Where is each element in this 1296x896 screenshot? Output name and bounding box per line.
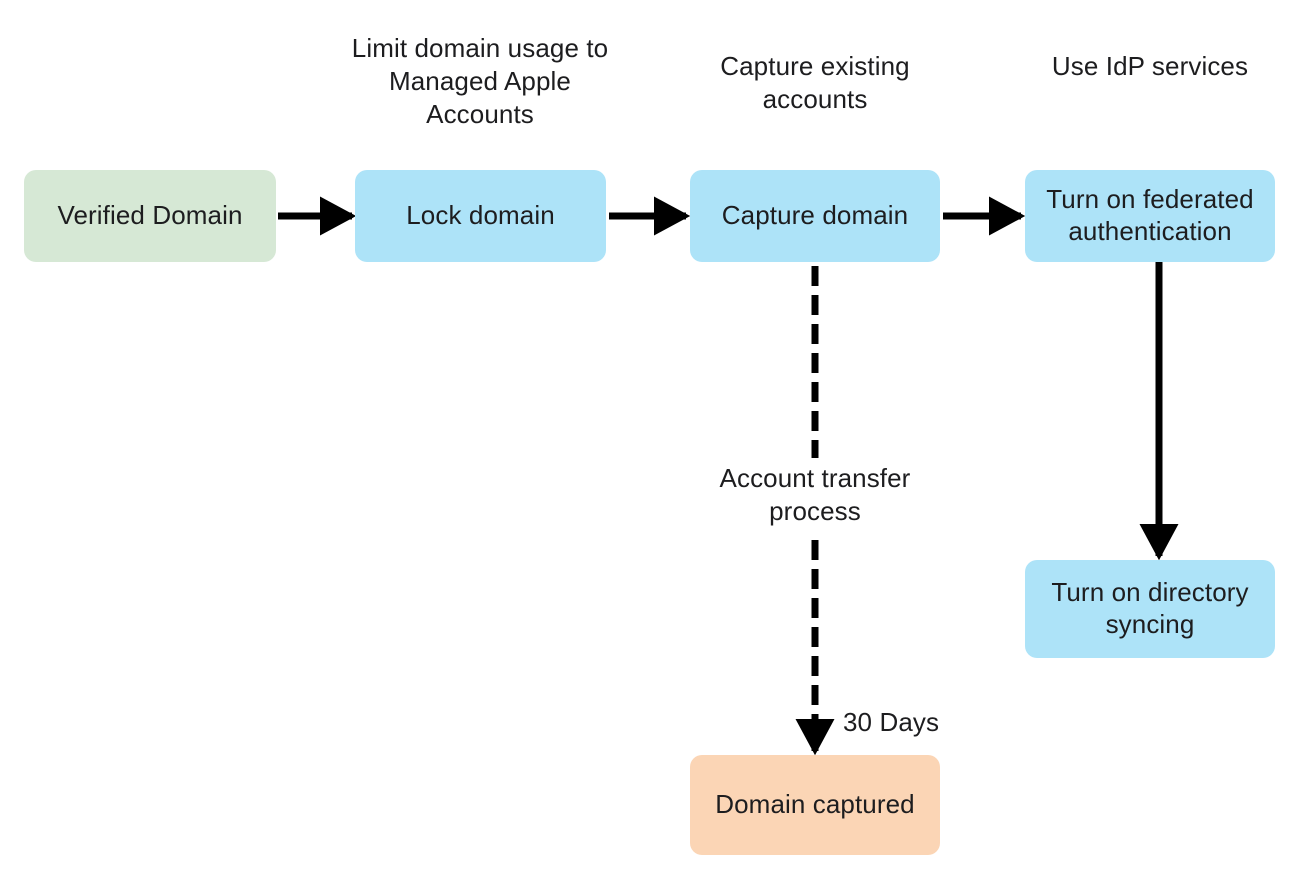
node-domain-captured[interactable]: Domain captured xyxy=(690,755,940,855)
caption-federated-auth: Use IdP services xyxy=(1051,51,1249,81)
node-verified-domain[interactable]: Verified Domain xyxy=(24,170,276,262)
node-lock-domain[interactable]: Lock domain xyxy=(355,170,606,262)
edge-label-account-transfer-process: Account transfer process xyxy=(690,462,940,528)
caption-capture-domain: Capture existing accounts xyxy=(720,51,910,114)
caption-lock-domain: Limit domain usage to Managed Apple Acco… xyxy=(351,33,609,129)
node-turn-on-directory-syncing[interactable]: Turn on directory syncing xyxy=(1025,560,1275,658)
node-turn-on-federated-authentication[interactable]: Turn on federated authentication xyxy=(1025,170,1275,262)
node-capture-domain[interactable]: Capture domain xyxy=(690,170,940,262)
edge-label-30-days: 30 Days xyxy=(843,706,983,739)
